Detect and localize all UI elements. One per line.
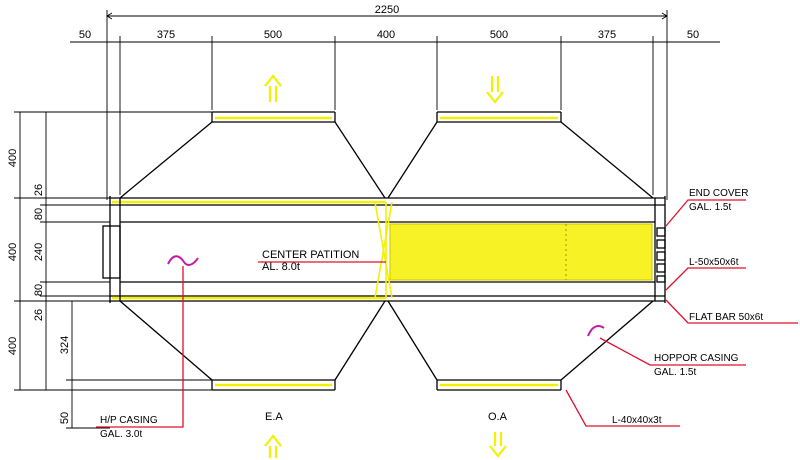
dim-top-seg-3: 500 [264,29,282,41]
top-dimensions: 2250 50 375 500 400 500 375 50 [70,4,720,200]
label-outdoor-air: O.A [488,411,508,423]
flow-arrows [167,74,605,458]
dim-top-seg-5: 500 [490,29,508,41]
label-hp-casing-spec: GAL. 3.0t [100,429,142,440]
left-hopper-unit [119,111,386,391]
label-flat-bar: FLAT BAR 50x6t [689,312,763,323]
annotation-hopper-casing: HOPPOR CASING GAL. 1.5t [599,337,746,378]
label-exhaust-air: E.A [265,411,283,423]
dim-top-seg-2: 375 [157,29,175,41]
dim-overall-width: 2250 [375,4,399,16]
annotation-flat-bar: FLAT BAR 50x6t [665,299,798,324]
label-end-cover-spec: GAL. 1.5t [689,202,731,213]
dim-top-seg-1: 50 [79,29,91,41]
dim-left-seg-6: 80 [33,284,45,296]
annotation-angle-40: L-40x40x3t [565,389,680,427]
flow-squiggle-icon [587,325,605,337]
annotation-end-cover: END COVER GAL. 1.5t [665,188,748,227]
arrow-up-icon [264,74,282,102]
right-hopper-unit [387,111,654,391]
dim-left-seg-4: 240 [33,243,45,261]
annotation-hp-casing: H/P CASING GAL. 3.0t [96,266,184,440]
label-angle-50: L-50x50x6t [689,257,739,268]
dim-top-seg-7: 50 [687,29,699,41]
dim-top-seg-4: 400 [377,29,395,41]
dim-left-secondary-1: 324 [59,336,71,354]
dim-left-seg-7: 26 [33,309,45,321]
dim-left-seg-1: 400 [7,149,19,167]
dim-left-seg-3: 80 [33,208,45,220]
label-hp-casing: H/P CASING [100,415,158,426]
annotation-center-partition: CENTER PATITION AL. 8.0t [258,249,386,273]
central-casing [102,196,666,303]
label-center-partition: CENTER PATITION [262,249,359,261]
flow-squiggle-icon [167,255,199,266]
dim-top-seg-6: 375 [598,29,616,41]
arrow-up-icon [264,434,282,458]
dim-left-secondary-2: 50 [59,412,71,424]
label-angle-40: L-40x40x3t [612,415,662,426]
left-dimensions: 400 26 80 240 400 80 26 400 324 50 [7,111,212,429]
arrow-down-icon [486,76,504,104]
dim-left-seg-5: 400 [7,243,19,261]
label-hopper-casing: HOPPOR CASING [654,353,739,364]
dim-left-seg-8: 400 [7,337,19,355]
arrow-down-icon [489,432,507,458]
exchanger-media [389,223,653,281]
label-center-partition-spec: AL. 8.0t [262,261,300,273]
label-hopper-casing-spec: GAL. 1.5t [654,367,696,378]
dim-left-seg-2: 26 [33,184,45,196]
annotation-angle-50: L-50x50x6t [665,257,746,291]
label-end-cover: END COVER [689,188,748,199]
